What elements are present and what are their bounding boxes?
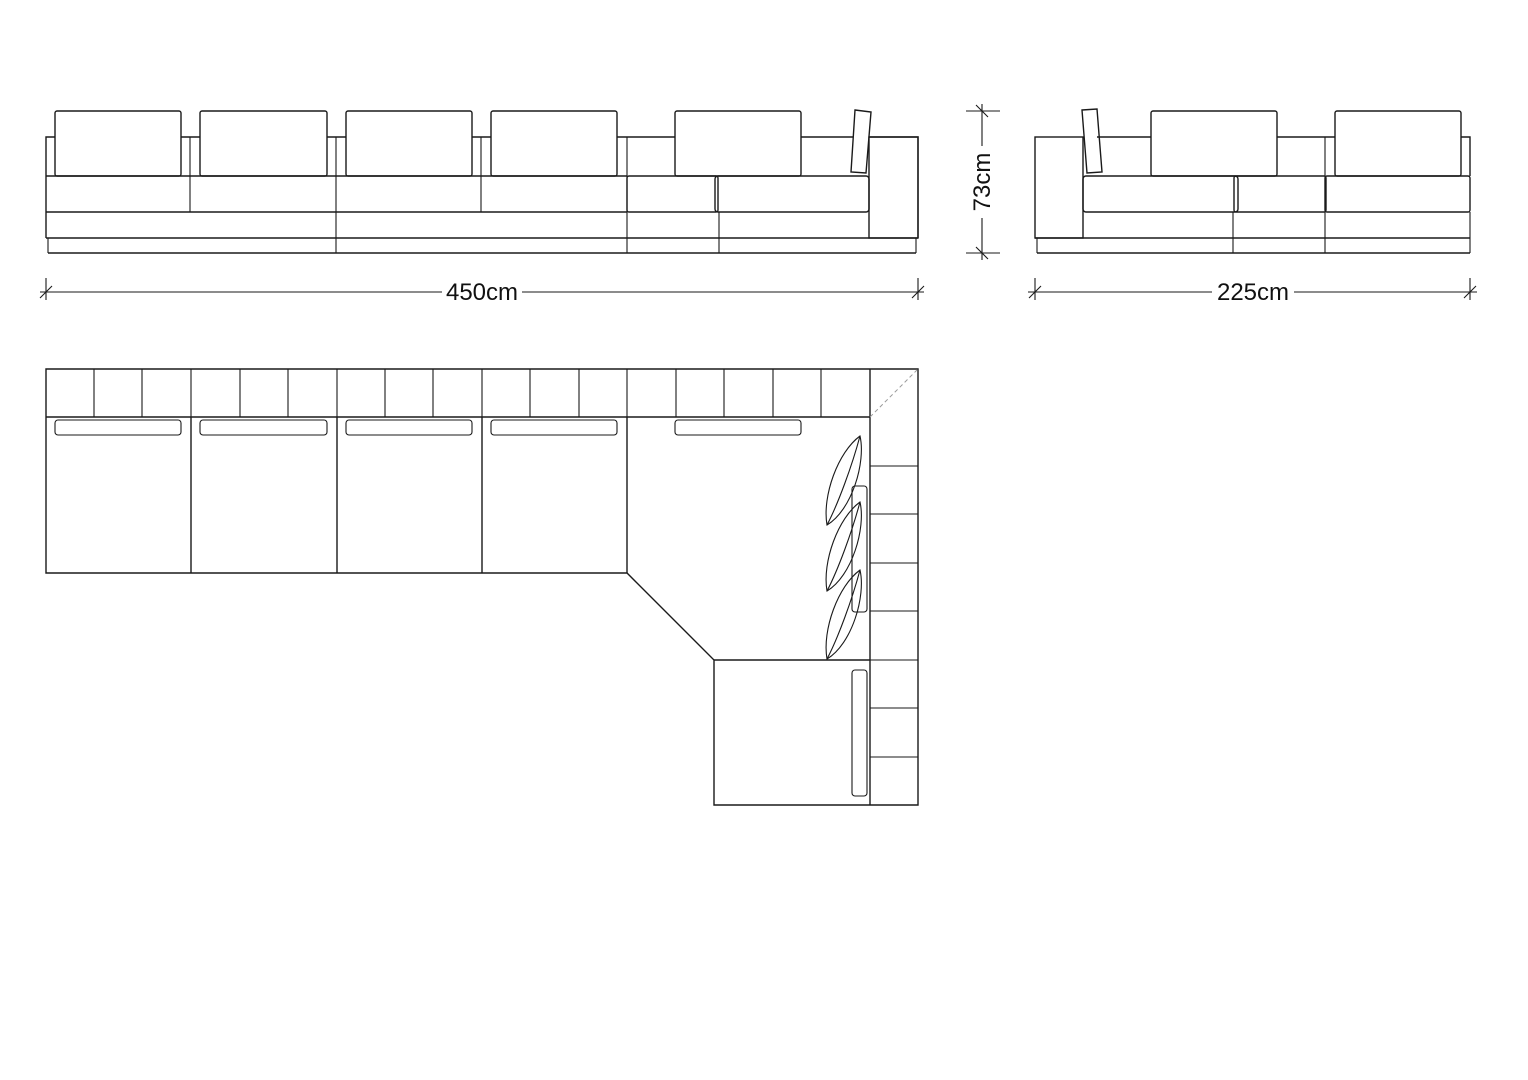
plan-back-cushion	[54, 419, 182, 436]
side-back-cushion	[1334, 110, 1462, 177]
plan-outline	[45, 368, 919, 806]
side-elevation-view	[1034, 108, 1471, 254]
side-back-cushion	[1150, 110, 1278, 177]
front-width-dimension: 450cm	[39, 278, 925, 306]
front-tilted-pillow	[850, 109, 872, 174]
dimension-label-bg	[1212, 279, 1294, 305]
front-back-cushion	[490, 110, 618, 177]
front-back-cushion	[54, 110, 182, 177]
side-width-dimension: 225cm	[1028, 278, 1477, 306]
plan-back-segments	[93, 369, 822, 417]
side-seat-cushion	[1233, 175, 1327, 213]
front-chaise-cushion	[714, 175, 870, 213]
plan-side-cushion	[851, 669, 868, 797]
front-back-frame	[45, 136, 919, 238]
dimension-tick	[1463, 285, 1477, 299]
plan-back-cushion	[490, 419, 618, 436]
dimension-tick	[911, 285, 925, 299]
side-tilted-pillow	[1081, 108, 1103, 174]
side-seat-cushion	[1324, 175, 1471, 213]
dimension-tick	[1028, 285, 1042, 299]
plan-back-cushion	[674, 419, 802, 436]
height-label: 73cm	[969, 153, 996, 212]
plan-back-cushion	[199, 419, 328, 436]
dimension-tick	[975, 246, 989, 260]
dimension-tick	[975, 104, 989, 118]
height-dimension: 73cm	[966, 104, 1000, 260]
front-back-cushion	[345, 110, 473, 177]
side-width-label: 225cm	[1217, 279, 1289, 306]
plan-corner-dash	[869, 368, 919, 418]
front-armrest	[868, 136, 919, 239]
front-chaise-cushion	[626, 175, 719, 213]
plan-back-cushion	[345, 419, 473, 436]
dimension-tick	[39, 285, 53, 299]
front-back-cushion	[199, 110, 328, 177]
plan-throw-pillows	[825, 435, 862, 660]
dimension-label-bg	[968, 146, 996, 218]
plan-arm-segments	[870, 465, 918, 758]
front-elevation-view	[45, 109, 919, 254]
front-width-label: 450cm	[446, 279, 518, 306]
side-chaise-cushion	[1082, 175, 1239, 213]
side-armrest	[1034, 136, 1084, 239]
plan-view	[45, 368, 919, 806]
front-back-cushion	[674, 110, 802, 177]
side-back-frame	[1097, 136, 1471, 176]
plan-side-cushion	[851, 485, 868, 613]
dimension-label-bg	[442, 279, 522, 305]
